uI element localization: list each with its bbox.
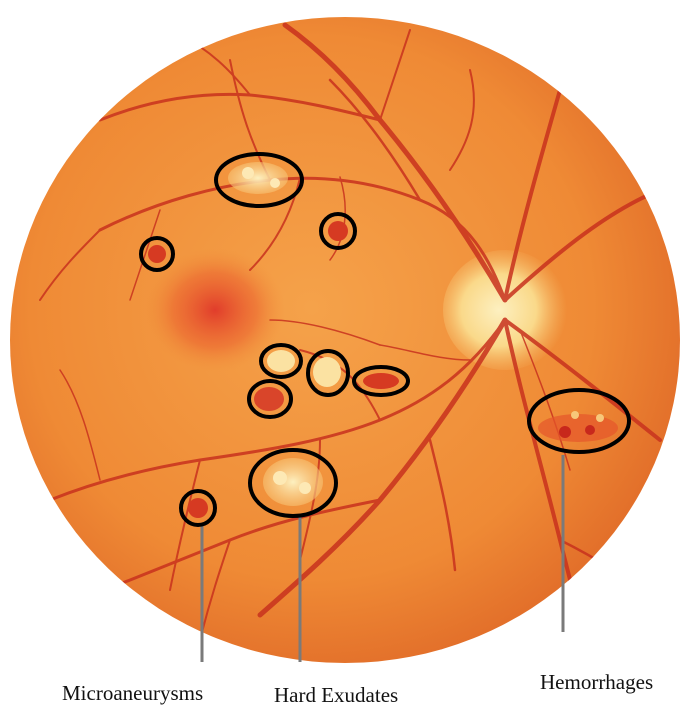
hard-exudates-label: Hard Exudates (274, 685, 398, 706)
microaneurysms-label: Microaneurysms (62, 683, 203, 704)
label-backdrop (520, 630, 685, 706)
hemorrhages-label: Hemorrhages (540, 672, 653, 693)
fundus-disc (10, 17, 680, 663)
